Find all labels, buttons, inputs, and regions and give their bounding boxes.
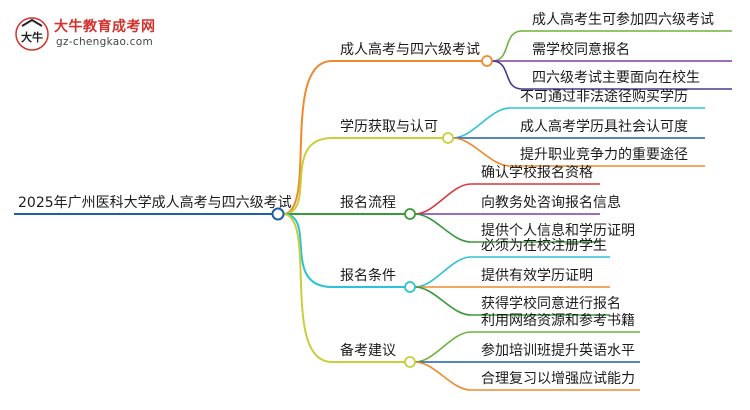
child-node-label: 提供个人信息和学历证明 (481, 223, 635, 239)
child-connector (491, 60, 523, 90)
branch-node-circle (481, 55, 493, 67)
child-connector (414, 213, 472, 243)
child-node-label: 成人高考学历具社会认可度 (520, 119, 688, 135)
branch-node-circle (404, 356, 416, 368)
child-node-label: 利用网络资源和参考书籍 (481, 313, 635, 329)
branch-node-label: 报名条件 (340, 268, 396, 284)
branch-node-circle (404, 281, 416, 293)
child-node-label: 获得学校同意进行报名 (481, 296, 621, 312)
branch-connector (282, 213, 333, 363)
child-node-label: 成人高考生可参加四六级考试 (532, 12, 714, 28)
child-connector (414, 286, 472, 316)
branch-node-label: 备考建议 (340, 343, 396, 359)
child-node-label: 提供有效学历证明 (481, 268, 593, 284)
branch-node-label: 成人高考与四六级考试 (340, 42, 480, 58)
child-connector (452, 137, 511, 167)
logo-icon: 大牛 (15, 17, 49, 51)
child-node-label: 合理复习以增强应试能力 (481, 371, 635, 387)
child-node-label: 确认学校报名资格 (481, 165, 593, 181)
branch-connector (282, 60, 333, 215)
branch-node-circle (404, 208, 416, 220)
child-node-label: 必须为在校注册学生 (481, 238, 607, 254)
child-node-label: 不可通过非法途径购买学历 (520, 89, 688, 105)
child-connector (452, 107, 511, 139)
root-node-circle (271, 207, 285, 221)
site-url: gz-chengkao.com (56, 36, 154, 48)
child-node-label: 向教务处咨询报名信息 (481, 195, 621, 211)
child-connector (491, 30, 523, 62)
child-connector (414, 361, 472, 391)
child-node-label: 提升职业竞争力的重要途径 (520, 147, 688, 163)
branch-node-label: 学历获取与认可 (340, 119, 438, 135)
site-logo[interactable]: 大牛 大牛教育成考网 gz-chengkao.com (12, 14, 182, 54)
child-connector (414, 256, 472, 288)
root-node-label: 2025年广州医科大学成人高考与四六级考试 (18, 195, 292, 211)
child-node-label: 需学校同意报名 (532, 42, 630, 58)
logo-glyph: 大牛 (21, 30, 43, 44)
branch-node-label: 报名流程 (340, 195, 396, 211)
child-node-label: 四六级考试主要面向在校生 (532, 70, 700, 86)
branch-connector (282, 213, 333, 288)
site-name: 大牛教育成考网 (54, 19, 156, 35)
child-node-label: 参加培训班提升英语水平 (481, 343, 635, 359)
branch-connector (282, 137, 333, 215)
branch-node-circle (442, 132, 454, 144)
child-connector (414, 183, 472, 215)
child-connector (414, 331, 472, 363)
